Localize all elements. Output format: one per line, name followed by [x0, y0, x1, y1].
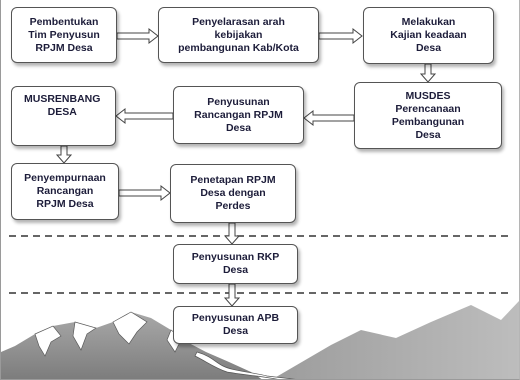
- arrow-s4-s5: [303, 109, 355, 127]
- arrow-s9-s10: [223, 283, 241, 307]
- step-musdes: MUSDES Perencanaan Pembangunan Desa: [354, 82, 502, 149]
- arrow-s3-s4: [419, 63, 437, 83]
- step-pembentukan-tim: Pembentukan Tim Penyusun RPJM Desa: [11, 7, 117, 63]
- step-penyempurnaan: Penyempurnaan Rancangan RPJM Desa: [11, 163, 119, 220]
- arrow-s8-s9: [223, 222, 241, 245]
- arrow-s1-s2: [116, 27, 159, 45]
- step-rkp-desa: Penyusunan RKP Desa: [173, 244, 298, 284]
- step-penetapan-rpjm: Penetapan RPJM Desa dengan Perdes: [170, 164, 296, 223]
- arrow-s2-s3: [318, 27, 363, 45]
- arrow-s5-s6: [115, 107, 174, 125]
- step-apb-desa: Penyusunan APB Desa: [173, 306, 298, 344]
- step-penyelarasan-arah: Penyelarasan arah kebijakan pembangunan …: [158, 7, 319, 63]
- arrow-s7-s8: [118, 184, 171, 202]
- step-kajian-keadaan: Melakukan Kajian keadaan Desa: [363, 7, 494, 64]
- arrow-s6-s7: [55, 145, 73, 164]
- step-rancangan-rpjm: Penyusunan Rancangan RPJM Desa: [173, 86, 304, 144]
- step-musrenbang: MUSRENBANG DESA: [11, 86, 116, 146]
